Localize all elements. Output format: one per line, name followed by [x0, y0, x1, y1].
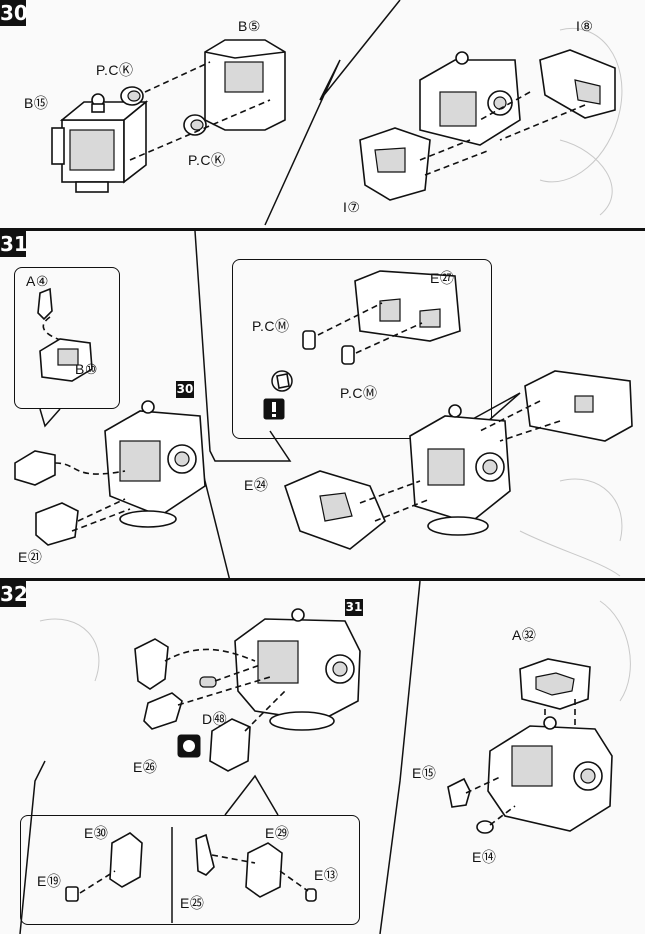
part-e29 — [245, 842, 283, 898]
polycap-upper — [120, 86, 144, 106]
inset-e30-e29 — [20, 815, 360, 925]
part-e15 — [447, 777, 471, 808]
step-32-panel: 32 — [0, 578, 645, 934]
label-e29: E㉙ — [265, 825, 290, 841]
label-d48: D㊽ — [202, 711, 228, 727]
part-e26 — [143, 692, 183, 730]
body-assembly-32-right — [487, 716, 613, 832]
exclamation-caution-icon — [263, 398, 285, 420]
part-e21 — [35, 502, 79, 546]
reference-badge-30: 30 — [176, 381, 194, 398]
label-pck-lower: P.CⓀ — [188, 152, 226, 168]
label-pcm-upper: P.CⓂ — [252, 318, 290, 334]
part-e14 — [476, 820, 494, 834]
part-e25 — [195, 833, 215, 876]
body-assembly-32 — [234, 608, 361, 731]
polycap-lower — [183, 114, 207, 136]
part-e29-assembly — [209, 718, 251, 772]
label-b5: B⑤ — [238, 18, 261, 34]
part-e24 — [284, 470, 386, 550]
label-e30: E㉚ — [84, 825, 109, 841]
inset-a4-b10 — [14, 267, 120, 409]
label-e26: E㉖ — [133, 759, 158, 775]
part-e30 — [109, 832, 143, 888]
label-i8: I⑧ — [576, 18, 594, 34]
label-a4: A④ — [26, 273, 49, 289]
label-a32: A㉜ — [512, 627, 537, 643]
armor-part-i7 — [359, 127, 431, 201]
round-part-detail-icon — [177, 734, 201, 758]
step-30-panel: 30 — [0, 0, 645, 228]
body-assembly-31-left — [104, 400, 206, 528]
step-31-diagram — [14, 230, 633, 582]
frame-assembly-e27 — [524, 370, 633, 442]
label-pck-upper: P.CⓀ — [96, 62, 134, 78]
part-e30-top — [134, 638, 169, 690]
step-32-diagram — [19, 580, 631, 934]
body-assembly-right — [419, 51, 521, 146]
frame-part-a32 — [519, 658, 591, 710]
hinge-part-b10 — [39, 338, 93, 382]
step-number: 30 — [0, 0, 28, 26]
label-e15: E⑮ — [412, 765, 437, 781]
label-e27: E㉗ — [430, 270, 455, 286]
frame-part-e27 — [354, 270, 461, 342]
label-e24: E㉔ — [244, 477, 269, 493]
polycap-m-upper — [302, 330, 316, 350]
step-number: 31 — [0, 231, 28, 257]
label-e19: E⑲ — [37, 873, 62, 889]
label-e14: E⑭ — [472, 849, 497, 865]
label-e21: E㉑ — [18, 549, 43, 565]
spring-part-d48 — [199, 676, 217, 688]
label-i7: I⑦ — [343, 199, 361, 215]
part-e13 — [305, 888, 317, 902]
label-e13: E⑬ — [314, 867, 339, 883]
polycap-m-lower — [341, 345, 355, 365]
step-31-panel: 31 — [0, 228, 645, 582]
body-part-b15 — [51, 93, 149, 193]
armor-part-i8 — [539, 49, 616, 119]
reference-badge-31: 31 — [345, 599, 363, 616]
label-b15: B⑮ — [24, 95, 49, 111]
polycap-detail-icon — [271, 370, 293, 392]
label-pcm-lower: P.CⓂ — [340, 385, 378, 401]
hinge-assembly-b10 — [14, 450, 56, 486]
label-e25: E㉕ — [180, 895, 205, 911]
body-assembly-31-right — [409, 404, 511, 536]
label-b10: B⑩ — [75, 361, 98, 377]
step-30-diagram — [51, 0, 623, 226]
step-number: 32 — [0, 581, 28, 607]
part-e19 — [65, 886, 79, 902]
shell-part-b5 — [204, 39, 286, 131]
clip-part-a4 — [37, 287, 53, 321]
